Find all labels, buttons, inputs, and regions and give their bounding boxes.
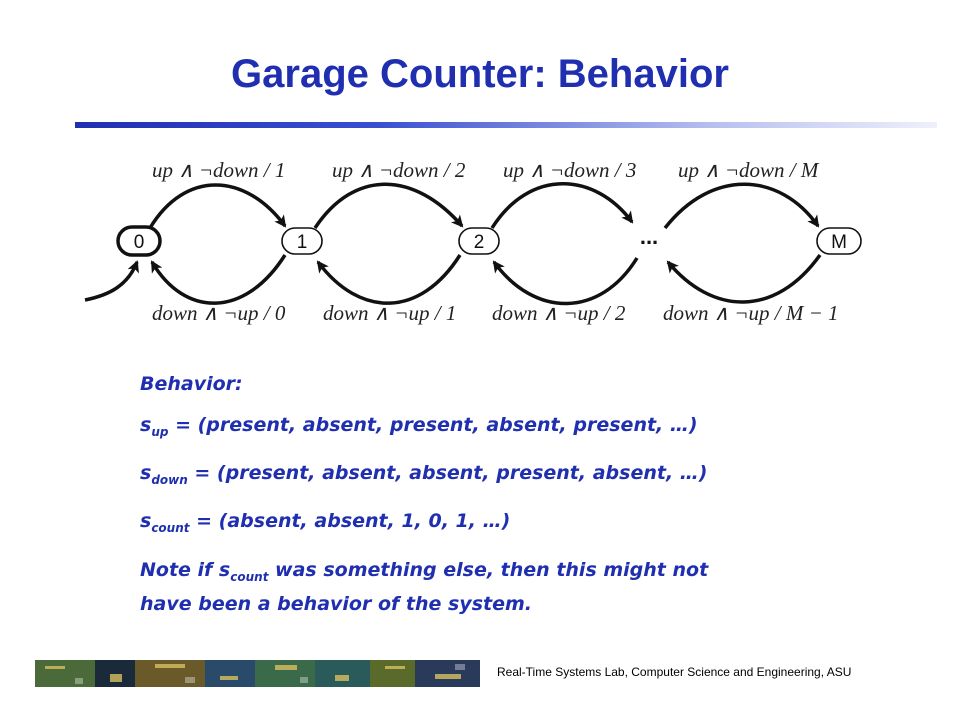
state-node-M: M xyxy=(816,227,862,255)
label-down-2: down ∧ ¬up / 2 xyxy=(492,301,626,325)
transition-up-0-1 xyxy=(148,183,287,229)
transition-up-1-2 xyxy=(313,182,464,229)
behavior-heading: Behavior: xyxy=(140,373,243,395)
state-node-0: 0 xyxy=(116,225,162,257)
svg-text:0: 0 xyxy=(134,232,145,253)
label-down-M-1: down ∧ ¬up / M − 1 xyxy=(663,301,839,325)
label-up-1: up ∧ ¬down / 1 xyxy=(152,158,285,182)
signal-down-line: sdown = (present, absent, absent, presen… xyxy=(140,462,708,487)
label-up-3: up ∧ ¬down / 3 xyxy=(503,158,636,182)
transition-down-M-dots xyxy=(666,253,822,304)
transition-up-2-dots xyxy=(490,182,634,229)
transition-down-dots-2 xyxy=(492,257,639,306)
transition-down-2-1 xyxy=(316,254,462,305)
title-underline xyxy=(75,122,937,128)
signal-count-line: scount = (absent, absent, 1, 0, 1, …) xyxy=(140,510,511,535)
initial-transition-arrow xyxy=(84,260,139,302)
label-up-M: up ∧ ¬down / M xyxy=(678,158,820,182)
label-down-0: down ∧ ¬up / 0 xyxy=(152,301,286,325)
state-node-2: 2 xyxy=(458,227,500,255)
footer-circuit-image xyxy=(35,660,480,687)
transition-up-dots-M xyxy=(663,182,820,230)
svg-text:M: M xyxy=(831,232,847,253)
svg-text:1: 1 xyxy=(297,232,308,253)
slide-title: Garage Counter: Behavior xyxy=(231,52,729,96)
label-up-2: up ∧ ¬down / 2 xyxy=(332,158,466,182)
signal-up-line: sup = (present, absent, present, absent,… xyxy=(140,414,698,439)
svg-text:2: 2 xyxy=(474,232,485,253)
footer-caption: Real-Time Systems Lab, Computer Science … xyxy=(497,665,852,679)
behavior-block: Behavior: sup = (present, absent, presen… xyxy=(140,372,920,618)
transition-down-1-0 xyxy=(150,254,287,305)
note-text: Note if scount was something else, then … xyxy=(140,559,709,615)
label-down-1: down ∧ ¬up / 1 xyxy=(323,301,456,325)
state-ellipsis: ... xyxy=(640,224,658,249)
state-node-1: 1 xyxy=(281,227,323,255)
